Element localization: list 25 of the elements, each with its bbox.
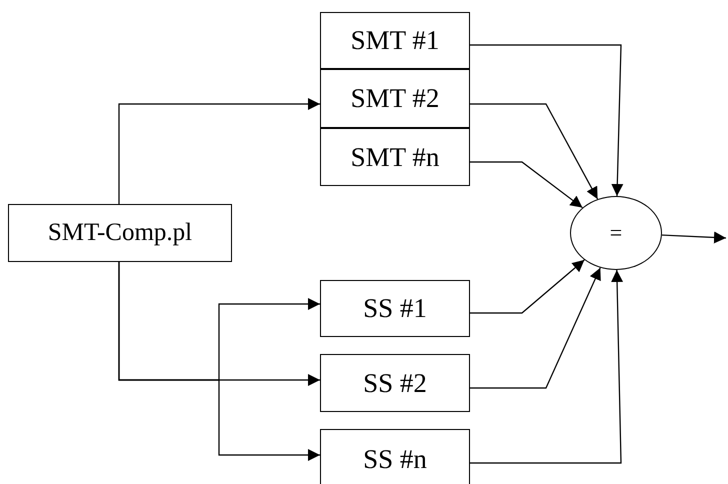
process-box xyxy=(320,354,470,412)
arrow xyxy=(470,259,585,314)
node-label: SS #1 xyxy=(363,293,427,324)
arrow xyxy=(470,268,601,389)
node-label: SMT #n xyxy=(350,142,440,172)
arrow xyxy=(662,231,726,244)
arrow xyxy=(470,103,598,200)
node-label: = xyxy=(610,220,622,246)
process-box xyxy=(8,204,232,262)
node-label: SS #2 xyxy=(363,368,427,398)
node-label: SS #n xyxy=(363,444,427,474)
arrow xyxy=(118,262,320,461)
arrow xyxy=(470,161,583,208)
comparator-ellipse xyxy=(570,196,662,270)
process-box xyxy=(320,12,470,69)
process-box xyxy=(320,280,470,337)
process-box xyxy=(320,69,470,128)
arrow xyxy=(118,98,320,204)
arrow xyxy=(470,270,624,464)
process-box xyxy=(320,429,470,484)
node-label: SMT #2 xyxy=(350,83,440,114)
node-label: SMT-Comp.pl xyxy=(48,219,192,247)
node-label: SMT #1 xyxy=(350,25,440,56)
arrow xyxy=(470,44,624,196)
process-box xyxy=(320,128,470,186)
